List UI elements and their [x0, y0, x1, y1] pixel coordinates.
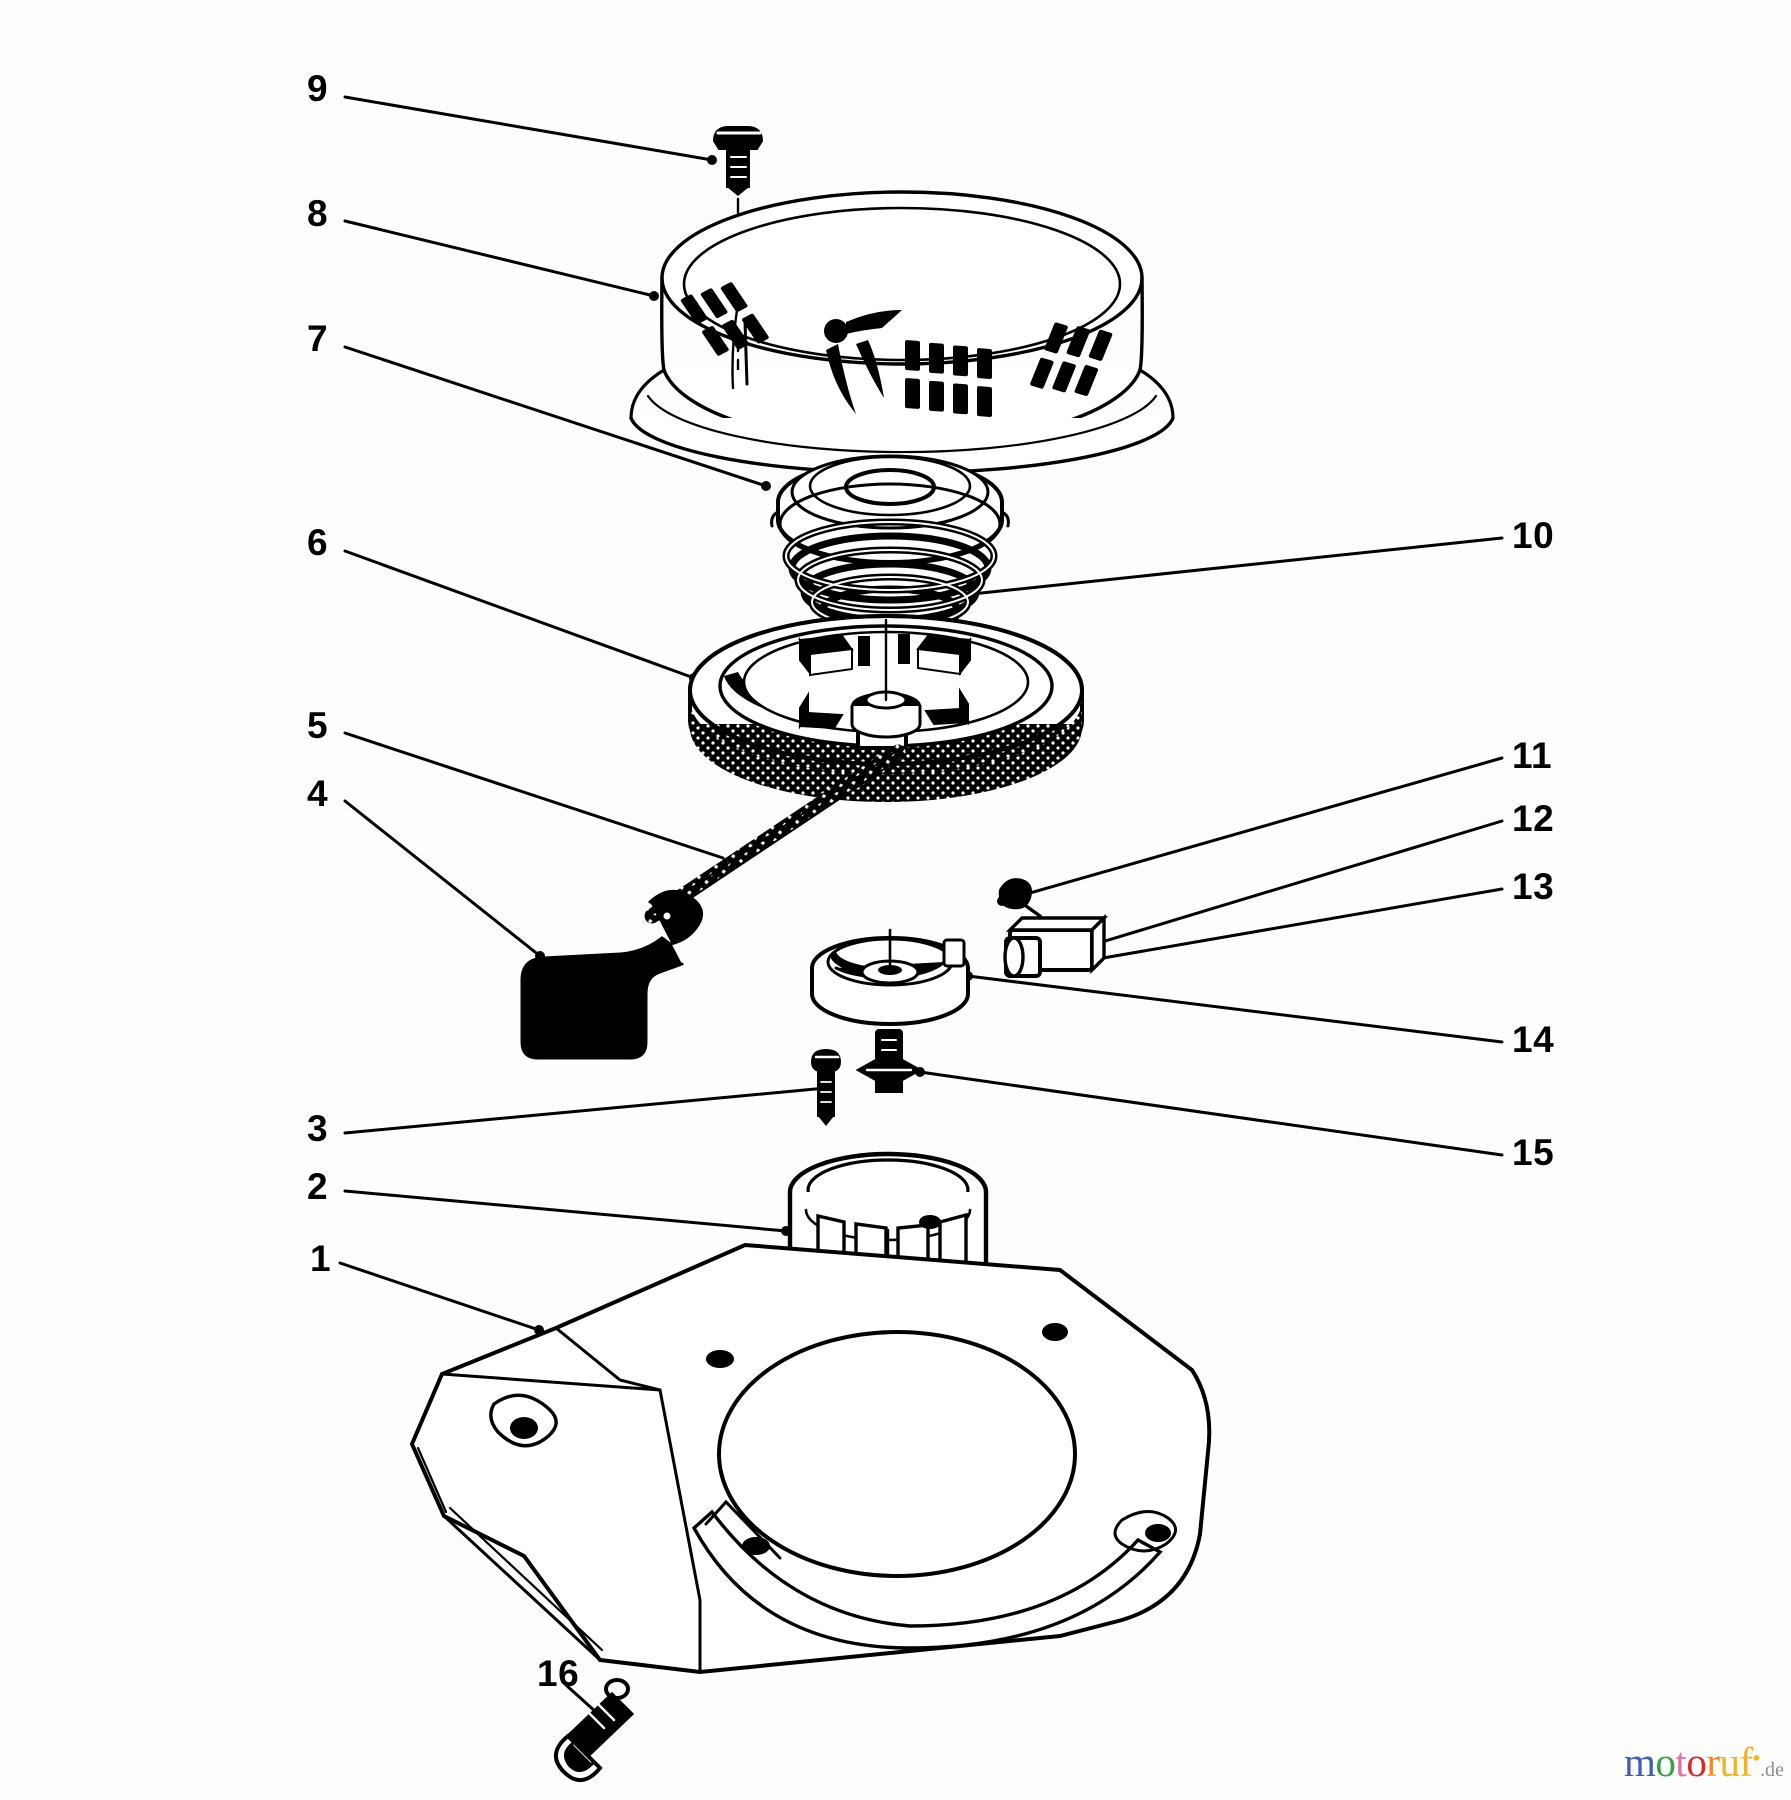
callout-15: 15	[1512, 1132, 1555, 1173]
callout-2: 2	[307, 1166, 329, 1207]
part-screw-recoil-cover	[712, 126, 764, 196]
wm-dot-icon: ●	[1752, 1749, 1761, 1765]
callout-12: 12	[1512, 798, 1555, 839]
part-friction-brake-assembly	[810, 928, 970, 1026]
part-friction-plate	[770, 454, 1010, 566]
wm-tld: .de	[1759, 1759, 1784, 1781]
wm-letter-f: f	[1739, 1739, 1753, 1785]
callout-7: 7	[307, 318, 329, 359]
callout-1: 1	[310, 1238, 332, 1279]
callout-16: 16	[537, 1653, 580, 1694]
wm-letter-o2: o	[1686, 1739, 1707, 1785]
part-starter-dog-retainer	[855, 1029, 923, 1093]
wm-letter-r: r	[1706, 1739, 1720, 1785]
part-blower-housing	[409, 1242, 1212, 1700]
part-brake-spring-bushing	[1003, 936, 1042, 978]
cover-logo-mark	[824, 310, 902, 414]
leader-lines	[338, 95, 1504, 1715]
part-rope-handle-grip	[520, 890, 703, 1060]
callout-11: 11	[1512, 735, 1553, 776]
callout-5: 5	[307, 705, 329, 746]
wm-letter-u: u	[1719, 1739, 1740, 1785]
part-screw-brake-spring	[810, 1048, 842, 1126]
callout-13: 13	[1512, 866, 1555, 907]
part-screw-housing-mount	[554, 1691, 635, 1782]
part-starter-cover-housing	[629, 190, 1175, 475]
callout-8: 8	[307, 193, 329, 234]
wm-letter-m: m	[1624, 1739, 1656, 1785]
housing-mount-holes	[706, 1323, 1171, 1555]
wm-letter-o1: o	[1655, 1739, 1676, 1785]
part-recoil-rewind-spring	[782, 518, 998, 637]
callout-9: 9	[307, 68, 329, 109]
wm-letter-t: t	[1675, 1739, 1687, 1785]
part-rope-pulley-sheave	[688, 614, 1084, 802]
callout-3: 3	[307, 1108, 329, 1149]
part-starter-rope	[644, 744, 906, 924]
callout-10: 10	[1512, 515, 1555, 556]
watermark-motoruf: motoruf●.de	[1624, 1742, 1784, 1783]
callout-6: 6	[307, 522, 329, 563]
callout-4: 4	[307, 773, 329, 814]
callout-14: 14	[1512, 1019, 1555, 1060]
